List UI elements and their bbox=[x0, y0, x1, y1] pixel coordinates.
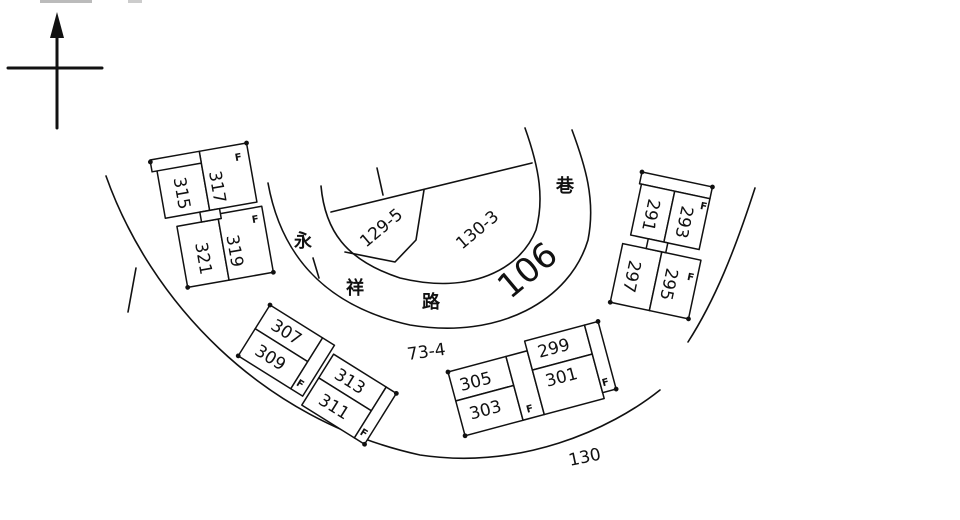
north-arrow-icon bbox=[6, 12, 104, 130]
lane-number: 106 bbox=[490, 235, 565, 307]
floor-mark: F bbox=[601, 377, 610, 389]
building-group-west: 307 309 313 311 F F bbox=[235, 302, 399, 447]
top-cropped-text bbox=[40, 0, 142, 3]
building-group-south: 305 303 299 301 F F bbox=[445, 319, 619, 439]
road-inner-edge bbox=[320, 127, 541, 285]
floor-mark: F bbox=[699, 201, 708, 213]
west-tick-line bbox=[127, 267, 137, 313]
road-name-char: 路 bbox=[422, 291, 441, 313]
building-group-east: 291 293 297 295 F F bbox=[607, 169, 715, 322]
road-name-char: 祥 bbox=[346, 277, 364, 299]
parcel-label: 73-4 bbox=[406, 340, 447, 365]
parcel-lines bbox=[330, 162, 533, 263]
parcel-label: 129-5 bbox=[356, 205, 407, 252]
road-name-char: 永 bbox=[293, 230, 312, 252]
outer-boundary-line bbox=[105, 175, 661, 459]
floor-mark: F bbox=[294, 378, 306, 391]
floor-mark: F bbox=[251, 214, 260, 226]
east-boundary-line bbox=[687, 187, 756, 343]
road-name-char: 巷 bbox=[555, 176, 575, 197]
floor-mark: F bbox=[686, 272, 695, 284]
parcel-label: 130 bbox=[567, 445, 603, 471]
floor-mark: F bbox=[525, 403, 534, 415]
road-tick-line bbox=[312, 257, 320, 279]
building-group-northwest: 315 317 321 319 F F bbox=[147, 140, 276, 290]
parcel-label: 130-3 bbox=[452, 207, 503, 254]
floor-mark: F bbox=[358, 427, 370, 440]
floor-mark: F bbox=[234, 152, 243, 164]
road-outer-edge bbox=[267, 129, 592, 329]
